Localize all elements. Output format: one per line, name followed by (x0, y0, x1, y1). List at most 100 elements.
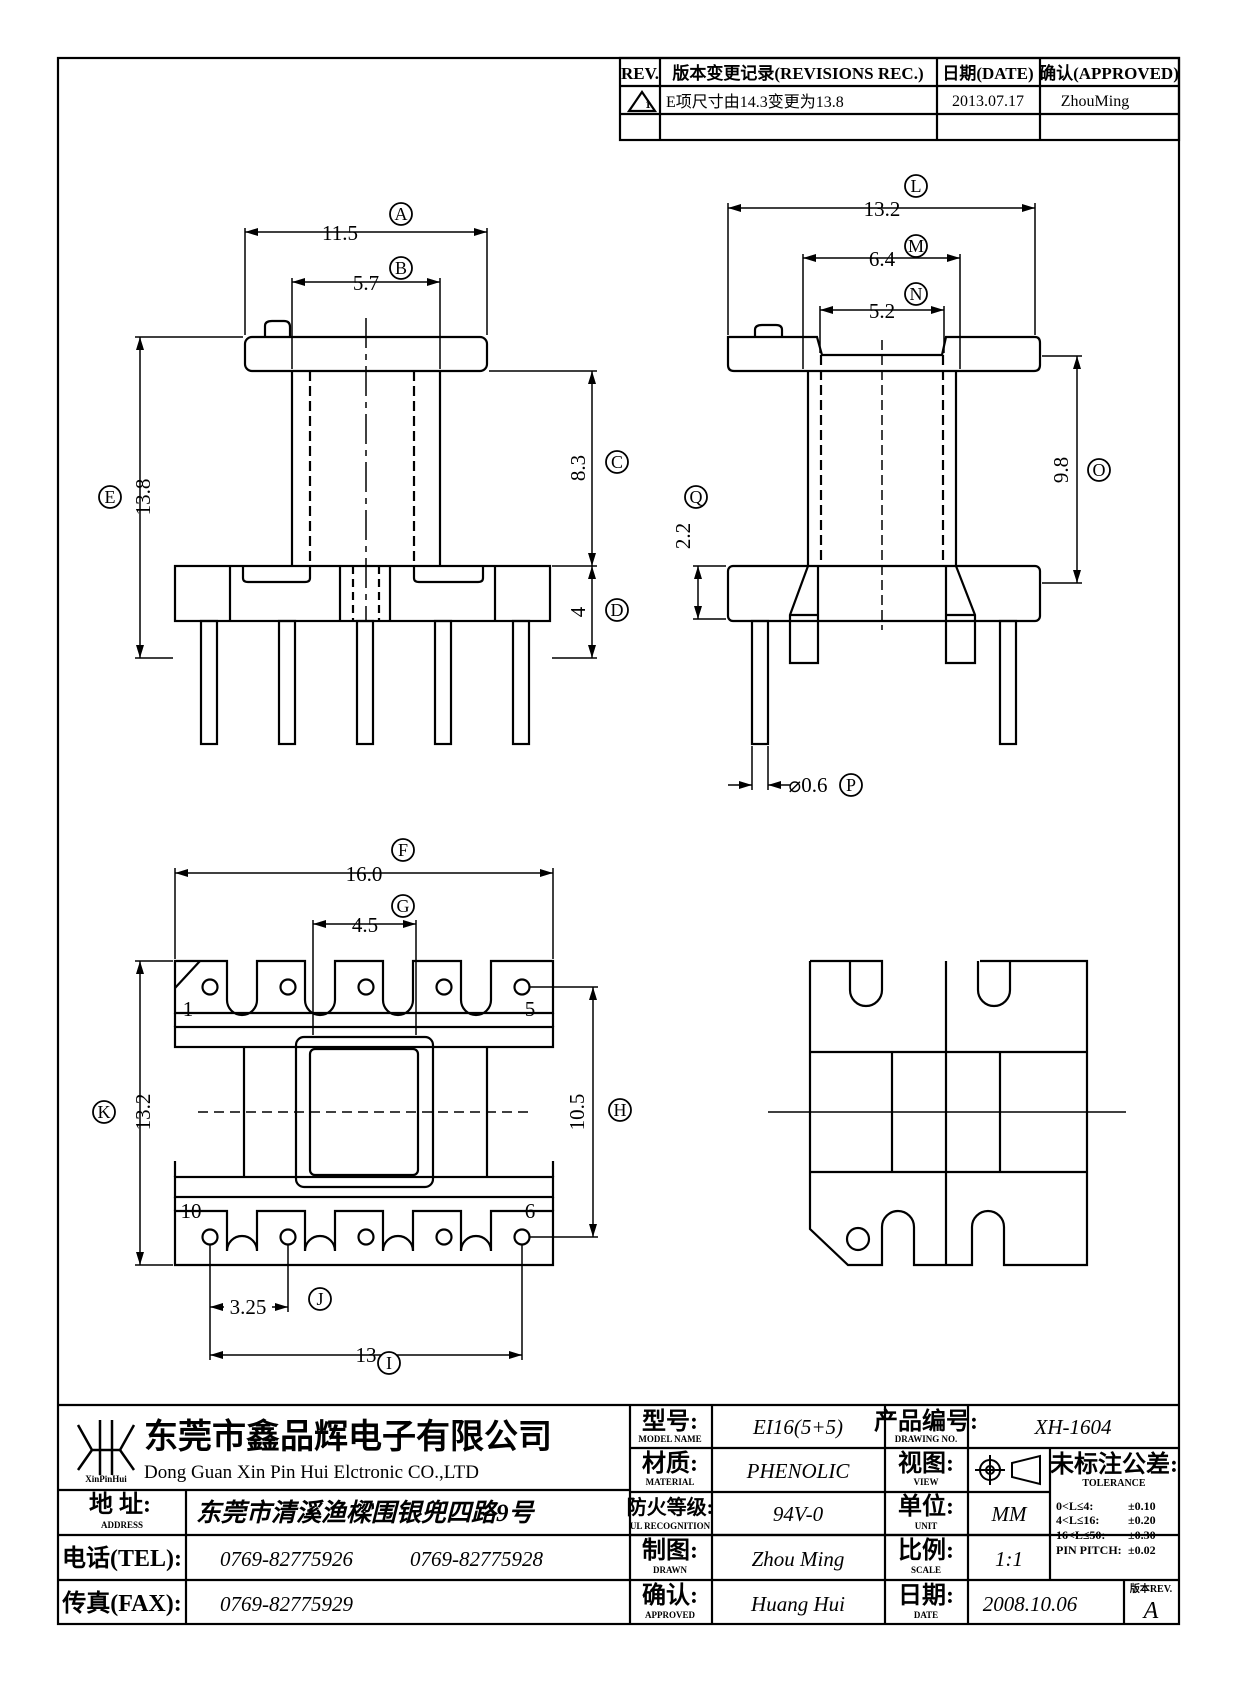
tolerance-value-3: ±0.30 (1128, 1528, 1156, 1542)
company-name-cn: 东莞市鑫品辉电子有限公司 (144, 1417, 552, 1456)
dim-a: 11.5 (322, 221, 358, 245)
ul-value: 94V-0 (773, 1502, 824, 1526)
drawn-label-en: DRAWN (653, 1565, 688, 1575)
dim-b: 5.7 (353, 271, 379, 295)
dim-i: 13 (356, 1343, 377, 1367)
drawing-no-value: XH-1604 (1034, 1415, 1112, 1439)
scale-value: 1:1 (995, 1547, 1023, 1571)
callout-i: I (386, 1353, 392, 1373)
tel-2: 0769-82775928 (410, 1547, 543, 1571)
dim-j: 3.25 (230, 1295, 267, 1319)
callout-q: Q (690, 487, 703, 507)
dim-f: 16.0 (346, 862, 383, 886)
company-logo (76, 1420, 136, 1475)
approved-label: 确认: (642, 1582, 698, 1609)
callout-k: K (98, 1102, 111, 1122)
side-view-dimensions (693, 203, 1082, 790)
ul-label-en: UL RECOGNITION (630, 1521, 711, 1531)
drawing-no-label: 产品编号: (874, 1407, 978, 1435)
dim-m: 6.4 (869, 247, 896, 271)
pin-label-1: 1 (183, 997, 194, 1021)
callout-c: C (611, 452, 623, 472)
drawing-no-label-en: DRAWING NO. (895, 1434, 958, 1444)
rev-value: A (1142, 1598, 1159, 1624)
tel-label: 电话(TEL): (62, 1545, 182, 1572)
dimension-callout-circles (92, 174, 1111, 1375)
callout-h: H (614, 1100, 627, 1120)
dim-e: 13.8 (131, 479, 155, 516)
callout-l: L (911, 176, 922, 196)
dim-q: 2.2 (671, 523, 695, 549)
dim-o: 9.8 (1049, 457, 1073, 483)
callout-a: A (395, 204, 408, 224)
tolerance-range-1: 0<L≤4: (1056, 1499, 1093, 1513)
tolerance-label-en: TOLERANCE (1082, 1478, 1145, 1489)
dim-g: 4.5 (352, 913, 378, 937)
view-label: 视图: (898, 1450, 954, 1477)
rev-row-mark: 1 (645, 99, 651, 111)
date-label-en: DATE (914, 1610, 938, 1620)
material-value: PHENOLIC (746, 1459, 851, 1483)
rev-row-approved: ZhouMing (1061, 93, 1129, 110)
dim-n: 5.2 (869, 299, 895, 323)
dim-h: 10.5 (565, 1094, 589, 1131)
bottom-view-dimensions (135, 868, 598, 1360)
address-label-en: ADDRESS (101, 1520, 143, 1530)
top-view (768, 959, 1126, 1267)
callout-p: P (846, 775, 856, 795)
pin-label-10: 10 (181, 1199, 202, 1223)
front-view-dimensions (135, 228, 597, 659)
model-value: EI16(5+5) (752, 1415, 843, 1439)
drawn-value: Zhou Ming (752, 1547, 845, 1571)
date-label: 日期: (898, 1582, 954, 1609)
callout-e: E (105, 487, 116, 507)
dimension-arrows (136, 204, 1081, 1359)
projection-symbol-icon (975, 1454, 1041, 1486)
tolerance-value-1: ±0.10 (1128, 1499, 1156, 1513)
drawn-label: 制图: (642, 1537, 698, 1564)
fax-value: 0769-82775929 (220, 1592, 353, 1616)
rev-header-record: 版本变更记录(REVISIONS REC.) (672, 63, 923, 83)
callout-n: N (910, 284, 923, 304)
scale-label-en: SCALE (911, 1565, 941, 1575)
view-label-en: VIEW (913, 1477, 938, 1487)
logo-text: XinPinHui (85, 1474, 127, 1484)
bottom-view (173, 959, 555, 1267)
rev-header-date: 日期(DATE) (942, 64, 1033, 83)
unit-label-en: UNIT (915, 1521, 938, 1531)
company-name-en: Dong Guan Xin Pin Hui Elctronic CO.,LTD (144, 1462, 479, 1483)
dim-c: 8.3 (566, 455, 590, 481)
approved-value: Huang Hui (750, 1592, 845, 1616)
tolerance-range-3: 16<L≤50: (1056, 1528, 1105, 1542)
callout-f: F (398, 840, 408, 860)
ul-label: 防火等级: (627, 1495, 714, 1519)
dim-d: 4 (566, 606, 590, 617)
tolerance-value-4: ±0.02 (1128, 1543, 1156, 1557)
title-block-grid (58, 1403, 1179, 1624)
callout-m: M (908, 236, 924, 256)
callout-o: O (1093, 460, 1106, 480)
address-label: 地 址: (89, 1491, 151, 1518)
dim-k: 13.2 (131, 1094, 155, 1131)
tolerance-range-2: 4<L≤16: (1056, 1513, 1099, 1527)
tel-1: 0769-82775926 (220, 1547, 353, 1571)
date-value: 2008.10.06 (983, 1592, 1078, 1616)
rev-row-date: 2013.07.17 (952, 93, 1024, 110)
front-view (173, 318, 552, 746)
tolerance-range-4: PIN PITCH: (1056, 1543, 1122, 1557)
revision-delta-icon (626, 90, 658, 113)
revision-table (618, 56, 1181, 142)
rev-row-record: E项尺寸由14.3变更为13.8 (666, 93, 844, 111)
sheet-border (56, 56, 1181, 1626)
unit-value: MM (991, 1502, 1028, 1526)
rev-header-approved: 确认(APPROVED) (1039, 63, 1179, 83)
tolerance-label: 未标注公差: (1050, 1450, 1178, 1478)
scale-label: 比例: (898, 1537, 954, 1564)
tolerance-value-2: ±0.20 (1128, 1513, 1156, 1527)
material-label-en: MATERIAL (646, 1477, 695, 1487)
address-value: 东莞市清溪渔樑围银兜四路9号 (196, 1499, 536, 1527)
fax-label: 传真(FAX): (61, 1589, 182, 1617)
dim-p: ⌀0.6 (789, 773, 828, 797)
